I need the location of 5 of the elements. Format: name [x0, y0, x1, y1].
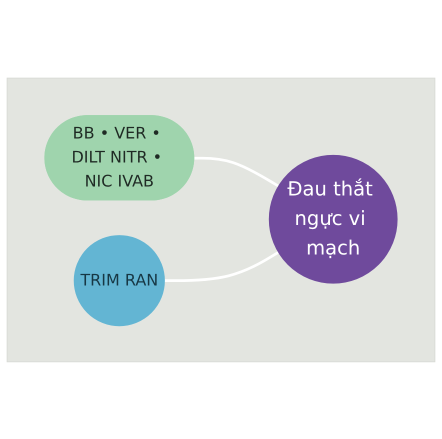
- node-circle: Đau thắt ngực vi mạch: [268, 154, 398, 284]
- connector: [164, 250, 280, 282]
- connector: [194, 156, 280, 187]
- node-circle: TRIM RAN: [74, 234, 165, 326]
- cluster: [6, 77, 436, 362]
